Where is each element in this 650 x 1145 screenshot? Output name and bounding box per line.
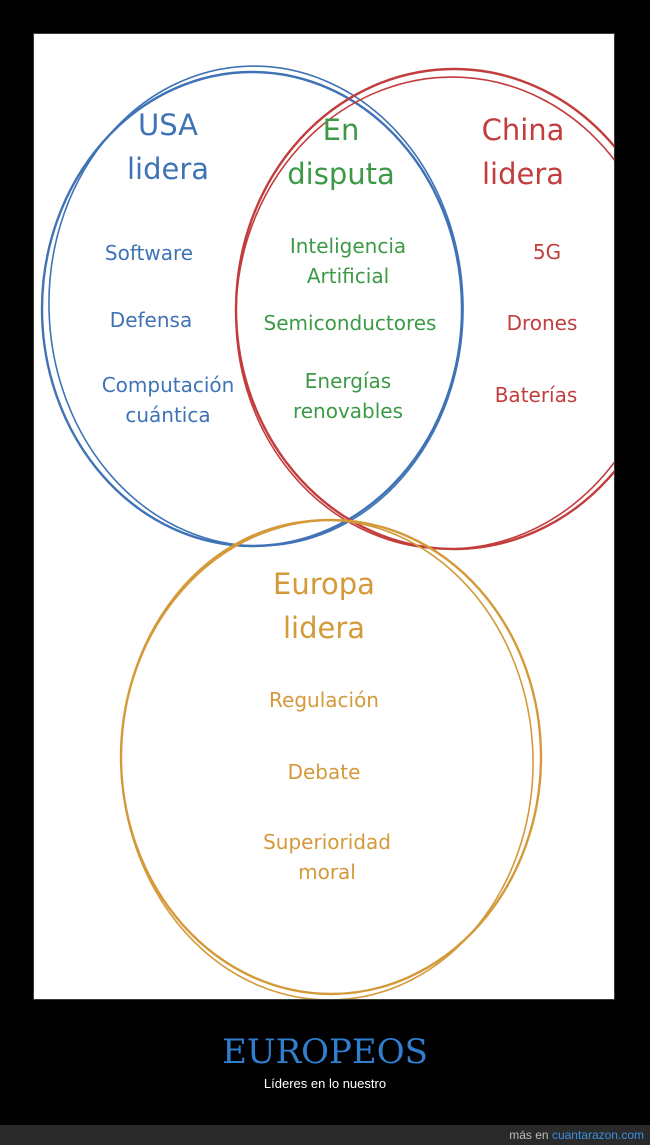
- europe-item-superioridad-moral: Superioridad moral: [263, 830, 391, 884]
- europe-item-regulacion: Regulación: [269, 688, 379, 712]
- usa-circle: [40, 65, 464, 548]
- usa-item-computacion-cuantica: Computación cuántica: [101, 373, 235, 427]
- usa-title: USA lidera: [126, 108, 210, 186]
- china-item-drones: Drones: [506, 311, 578, 335]
- dispute-item-energias-renovables: Energías renovables: [292, 369, 404, 423]
- china-item-baterias: Baterías: [494, 383, 578, 407]
- footer-bar: más en cuantarazon.com: [0, 1125, 650, 1145]
- venn-circles: [40, 65, 614, 999]
- caption-title: EUROPEOS: [222, 1032, 428, 1072]
- china-circle: [234, 67, 614, 551]
- china-item-5g: 5G: [532, 240, 562, 264]
- dispute-item-semiconductores: Semiconductores: [263, 311, 437, 335]
- china-title: China lidera: [481, 113, 565, 191]
- europe-item-debate: Debate: [287, 760, 361, 784]
- caption-subtitle: Líderes en lo nuestro: [263, 1076, 387, 1091]
- dispute-item-ia: Inteligencia Artificial: [289, 234, 407, 288]
- europe-title: Europa lidera: [273, 567, 375, 645]
- usa-item-software: Software: [104, 241, 194, 265]
- venn-diagram-panel: USA lidera Software Defensa Computación …: [33, 33, 615, 1000]
- footer-prefix: más en: [509, 1128, 552, 1142]
- dispute-title: En disputa: [287, 113, 395, 191]
- footer-text: más en cuantarazon.com: [509, 1127, 644, 1143]
- footer-site-link[interactable]: cuantarazon.com: [551, 1128, 644, 1142]
- europe-circle: [119, 518, 543, 999]
- usa-item-defensa: Defensa: [109, 308, 193, 332]
